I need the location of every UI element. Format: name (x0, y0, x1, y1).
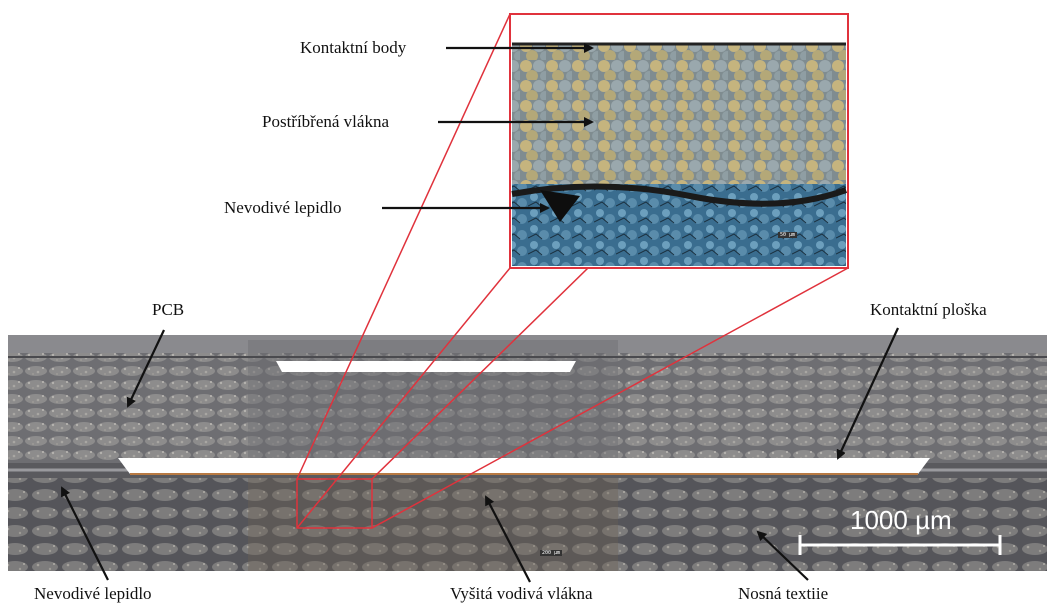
scale-bar-label: 1000 µm (850, 505, 952, 536)
label-postribrena-vlakna: Postříbřená vlákna (262, 112, 389, 132)
section-scale-label: 200 µm (540, 550, 562, 556)
label-vysita-vodiva-vlakna: Vyšitá vodivá vlákna (450, 584, 593, 604)
label-nosna-textie: Nosná textiie (738, 584, 828, 604)
inset-scale-label: 50 µm (778, 232, 797, 238)
inset-micrograph (510, 14, 848, 268)
label-nevodive-lepidlo-top: Nevodivé lepidlo (224, 198, 342, 218)
label-nevodive-lepidlo-bottom: Nevodivé lepidlo (34, 584, 152, 604)
label-pcb: PCB (152, 300, 184, 320)
label-kontaktni-ploska: Kontaktní ploška (870, 300, 987, 320)
label-kontaktni-body: Kontaktní body (300, 38, 406, 58)
